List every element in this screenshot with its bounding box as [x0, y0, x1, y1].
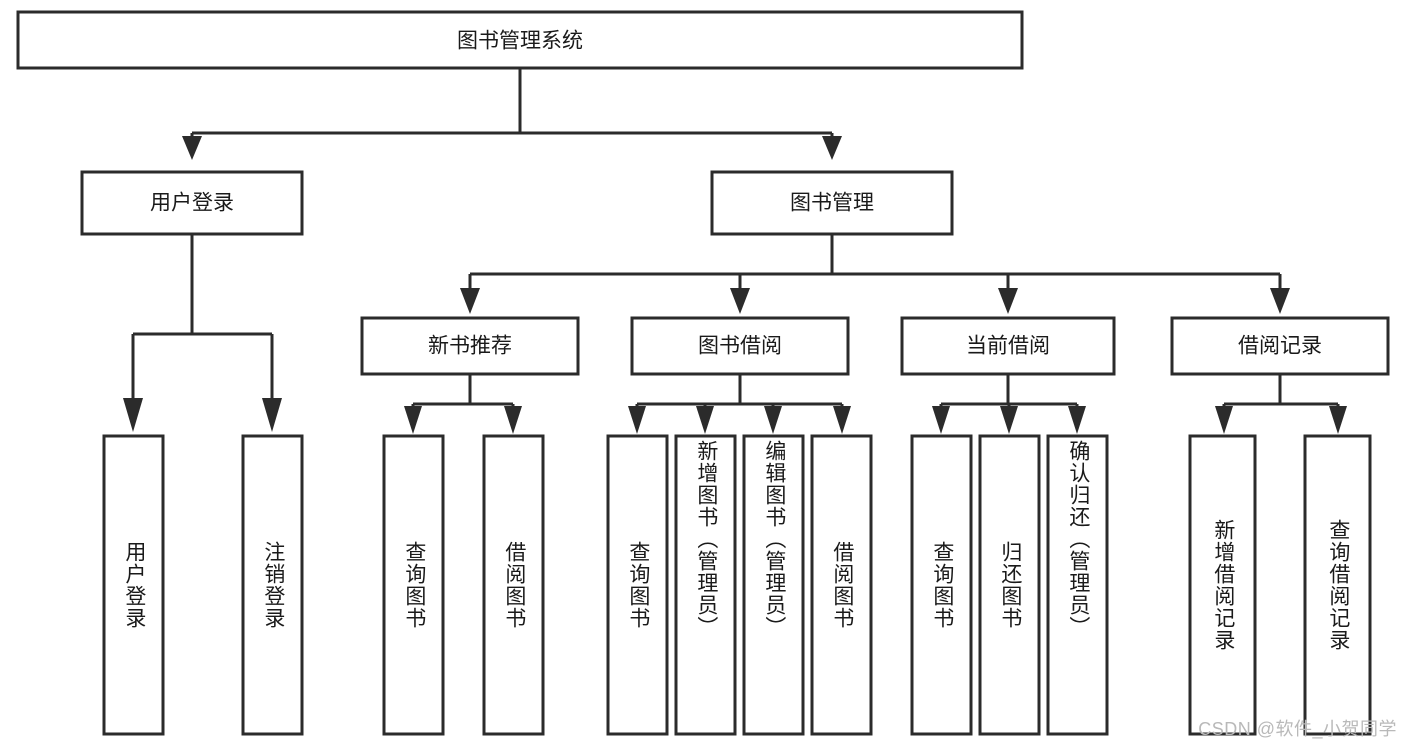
leaf-box-confirm-return[interactable]	[1046, 434, 1109, 736]
node-book-borrow-box[interactable]	[630, 316, 850, 376]
node-new-book-recommend[interactable]: 新书推荐	[360, 316, 580, 376]
arrow-to-leaf-return-book	[1000, 406, 1018, 434]
leaf-box-return-book[interactable]	[978, 434, 1041, 736]
node-new-book-recommend-box[interactable]	[360, 316, 580, 376]
node-book-borrow[interactable]: 图书借阅	[630, 316, 850, 376]
arrow-to-leaf-logout	[262, 398, 282, 432]
connector-group-userlogin-to-leaves	[123, 235, 282, 432]
leaf-box-add-book[interactable]	[674, 434, 737, 736]
arrow-to-leaf-borrow-book-1	[504, 406, 522, 434]
leaf-box-query-book-3[interactable]	[910, 434, 973, 736]
leaf-box-edit-book[interactable]	[742, 434, 805, 736]
node-user-login[interactable]: 用户登录	[80, 170, 304, 236]
arrow-to-leaf-edit-book	[764, 406, 782, 434]
node-book-manage-label: 图书管理	[790, 192, 874, 215]
connector-group-newbook-to-leaves	[404, 374, 522, 434]
node-root-label: 图书管理系统	[457, 30, 583, 53]
node-current-borrow-box[interactable]	[900, 316, 1116, 376]
arrow-to-leaf-query-book-2	[628, 406, 646, 434]
leaf-box-group	[102, 434, 1372, 736]
arrow-to-leaf-query-record	[1329, 406, 1347, 434]
arrow-to-leaf-user-login	[123, 398, 143, 432]
leaf-box-user-login[interactable]	[102, 434, 165, 736]
node-root[interactable]: 图书管理系统	[16, 10, 1024, 70]
node-book-manage-box[interactable]	[710, 170, 954, 236]
node-current-borrow[interactable]: 当前借阅	[900, 316, 1116, 376]
connector-group-bookmanage-to-level3	[460, 235, 1290, 314]
node-user-login-label: 用户登录	[150, 192, 234, 215]
node-current-borrow-label: 当前借阅	[966, 335, 1050, 358]
node-borrow-record[interactable]: 借阅记录	[1170, 316, 1390, 376]
arrow-to-leaf-query-book-1	[404, 406, 422, 434]
node-user-login-box[interactable]	[80, 170, 304, 236]
arrow-to-leaf-add-record	[1215, 406, 1233, 434]
leaf-box-borrow-book-2[interactable]	[810, 434, 873, 736]
arrow-to-leaf-query-book-3	[932, 406, 950, 434]
leaf-box-query-book-1[interactable]	[382, 434, 445, 736]
arrow-to-book-borrow	[730, 288, 750, 314]
arrow-to-new-book-recommend	[460, 288, 480, 314]
node-borrow-record-label: 借阅记录	[1238, 335, 1322, 358]
arrow-to-leaf-borrow-book-2	[833, 406, 851, 434]
connector-group-bookborrow-to-leaves	[628, 374, 851, 434]
connector-group-borrowrecord-to-leaves	[1215, 374, 1347, 434]
arrow-to-current-borrow	[998, 288, 1018, 314]
arrow-to-borrow-record	[1270, 288, 1290, 314]
node-root-box[interactable]	[16, 10, 1024, 70]
leaf-box-logout[interactable]	[241, 434, 304, 736]
arrow-to-leaf-add-book	[696, 406, 714, 434]
leaf-box-add-record[interactable]	[1188, 434, 1257, 736]
arrow-to-leaf-confirm-return	[1068, 406, 1086, 434]
node-book-manage[interactable]: 图书管理	[710, 170, 954, 236]
node-borrow-record-box[interactable]	[1170, 316, 1390, 376]
leaf-box-borrow-book-1[interactable]	[482, 434, 545, 736]
node-book-borrow-label: 图书借阅	[698, 335, 782, 358]
leaf-box-query-record[interactable]	[1303, 434, 1372, 736]
connector-group-currentborrow-to-leaves	[932, 374, 1086, 434]
connector-group-root-to-level2	[182, 68, 842, 160]
node-new-book-recommend-label: 新书推荐	[428, 335, 512, 358]
leaf-box-query-book-2[interactable]	[606, 434, 669, 736]
arrow-to-user-login	[182, 136, 202, 160]
arrow-to-book-manage	[822, 136, 842, 160]
watermark: CSDN @软件_小贺同学	[1198, 719, 1397, 739]
